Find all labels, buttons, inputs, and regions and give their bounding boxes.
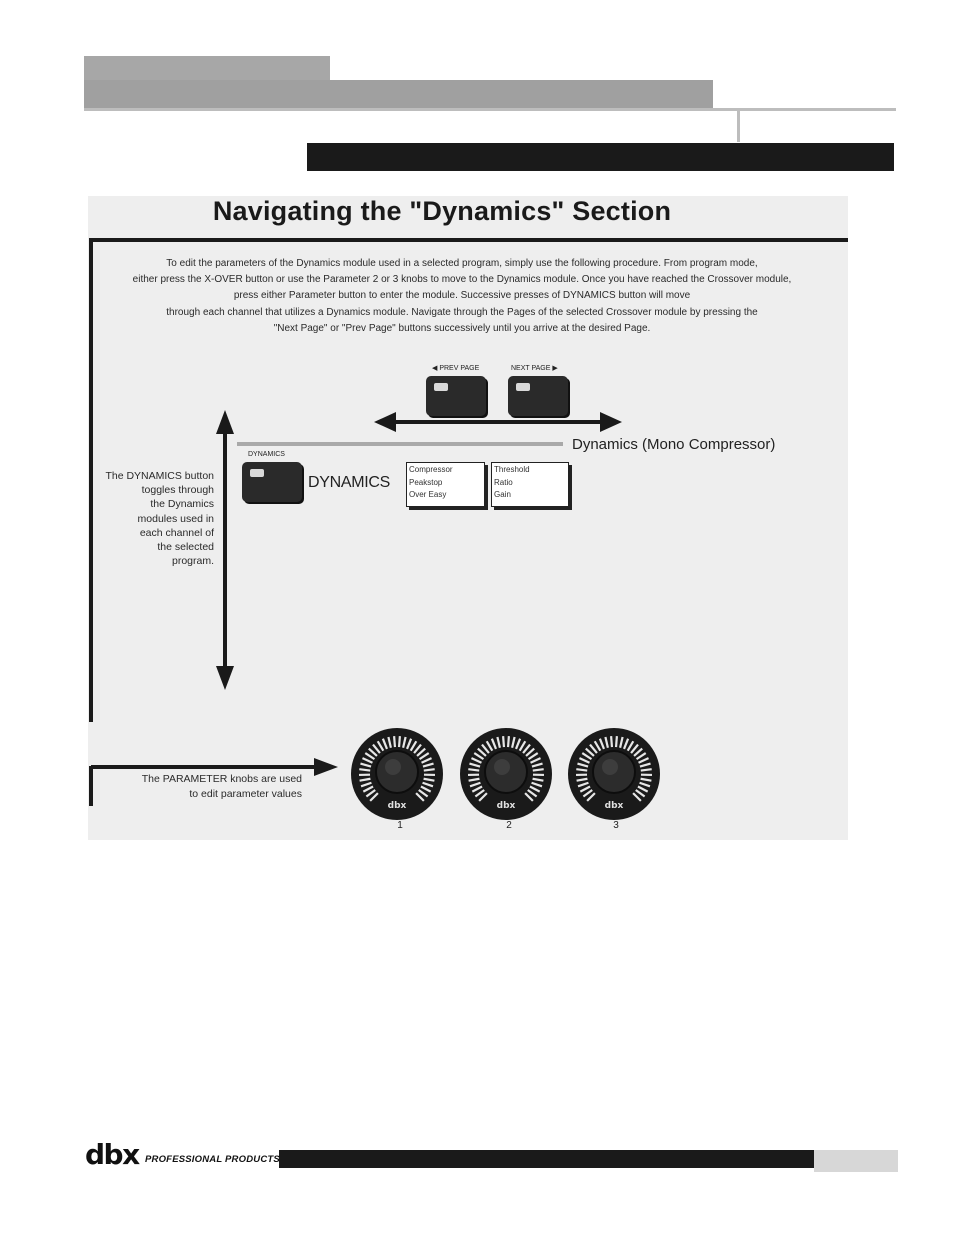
footer-subtitle: PROFESSIONAL PRODUCTS [145,1154,280,1165]
dbx-logo: dbx [85,1138,139,1171]
dynamics-button-label: DYNAMICS [248,451,285,458]
knob-tick [508,736,509,747]
knob-tick [468,769,479,770]
knob-note: The PARAMETER knobs are used to edit par… [112,772,302,801]
knob-tick [503,736,504,747]
arrow-left-head [374,412,396,432]
knob-tick [611,736,612,747]
list-item: Gain [494,489,566,502]
page-number-tab [814,1150,898,1172]
dynamics-text: DYNAMICS [308,474,390,492]
knob-tick [616,736,617,747]
module-line [237,442,563,446]
note-line: modules used in [92,512,214,526]
knob-brand: dbx [605,801,624,811]
note-line: the selected [92,540,214,554]
knob-tick [394,736,395,747]
knob-tick [359,769,370,770]
list-item: Compressor [409,464,482,477]
note-line: the Dynamics [92,497,214,511]
knob-brand: dbx [388,801,407,811]
arrow-up-head [216,410,234,434]
knob-number-1: 1 [390,820,410,831]
knob-tick [424,769,435,770]
button-led [250,469,264,477]
list-item: Peakstop [409,477,482,490]
knob-tick [576,769,587,770]
knob-brand: dbx [497,801,516,811]
parameter-knob-3[interactable]: dbx [566,726,662,822]
arrow-right-head [314,758,338,776]
list-item: Ratio [494,477,566,490]
dynamics-side-note: The DYNAMICS button toggles through the … [92,469,214,568]
note-line: to edit parameter values [112,787,302,802]
module-title: Dynamics (Mono Compressor) [572,436,775,453]
list-item: Over Easy [409,489,482,502]
compressor-type-list: Compressor Peakstop Over Easy [406,462,485,507]
knob-tick [533,769,544,770]
parameter-list: Threshold Ratio Gain [491,462,569,507]
dynamics-button[interactable] [242,462,302,502]
note-line: toggles through [92,483,214,497]
note-line: program. [92,554,214,568]
arrow-right-head [600,412,622,432]
list-item: Threshold [494,464,566,477]
knob-number-3: 3 [606,820,626,831]
parameter-knob-1[interactable]: dbx [349,726,445,822]
arrow-down-head [216,666,234,690]
note-line: The PARAMETER knobs are used [112,772,302,787]
footer-bar [279,1150,814,1168]
parameter-knob-2[interactable]: dbx [458,726,554,822]
knob-tick [399,736,400,747]
note-line: each channel of [92,526,214,540]
note-line: The DYNAMICS button [92,469,214,483]
knob-number-2: 2 [499,820,519,831]
knob-tick [641,769,652,770]
